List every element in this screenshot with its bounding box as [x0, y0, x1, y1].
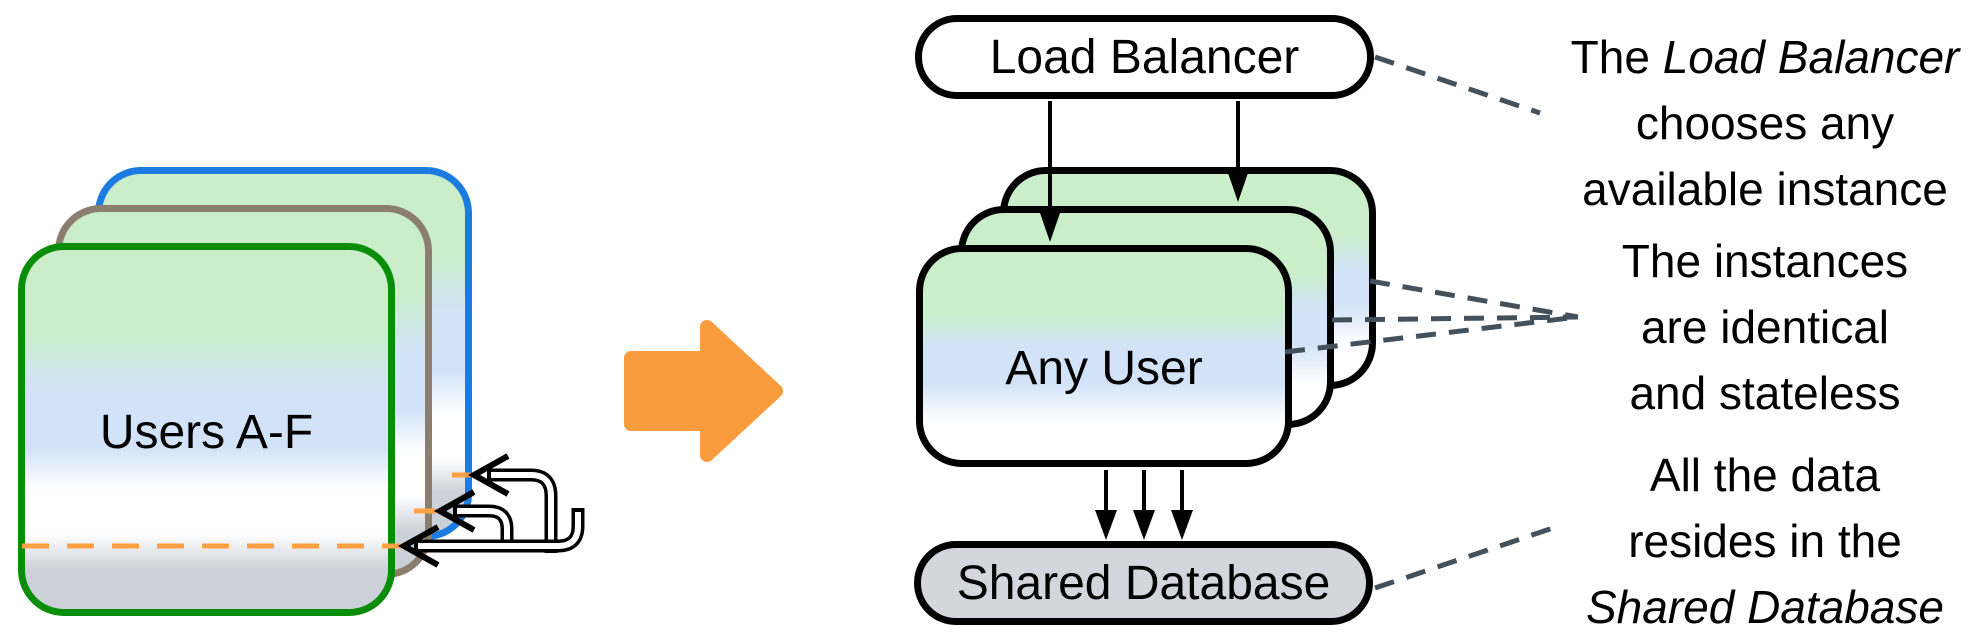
annotation-load-balancer: The Load Balancer chooses any available … [1544, 24, 1986, 222]
annotation-line: chooses any [1635, 97, 1895, 149]
annotation-database: All the data resides in the Shared Datab… [1544, 442, 1986, 634]
instance-label: Any User [1005, 342, 1203, 395]
annotation-line: resides in the [1628, 515, 1902, 567]
instance-card-front: Any User [916, 245, 1292, 467]
db-arrowhead-3 [1171, 510, 1193, 540]
load-balancer-label: Load Balancer [989, 30, 1300, 84]
loopback-arrowhead-1 [467, 453, 510, 497]
load-balancer-node: Load Balancer [915, 15, 1374, 99]
db-arrowhead-1 [1095, 510, 1117, 540]
shared-database-label: Shared Database [956, 556, 1331, 610]
annotation-line: The instances [1621, 235, 1909, 287]
annotation-connector-lb [1374, 54, 1541, 116]
annotation-line: available instance [1582, 163, 1948, 215]
db-arrows [1095, 470, 1193, 540]
annotation-connector-db [1374, 525, 1554, 591]
annotation-line: Shared Database [1585, 581, 1945, 633]
annotation-line: and stateless [1629, 367, 1901, 419]
shared-database-node: Shared Database [914, 541, 1373, 625]
users-card-front: Users A-F [18, 243, 395, 616]
db-arrowhead-2 [1133, 510, 1155, 540]
loopback-arrow-icon-1 [487, 468, 558, 553]
annotation-instances: The instances are identical and stateles… [1544, 228, 1986, 426]
annotation-line: All the data [1649, 449, 1881, 501]
users-label: Users A-F [99, 406, 314, 459]
annotation-line: are identical [1640, 301, 1890, 353]
transform-arrow-icon [624, 320, 783, 462]
annotation-line: The Load Balancer [1570, 31, 1960, 83]
